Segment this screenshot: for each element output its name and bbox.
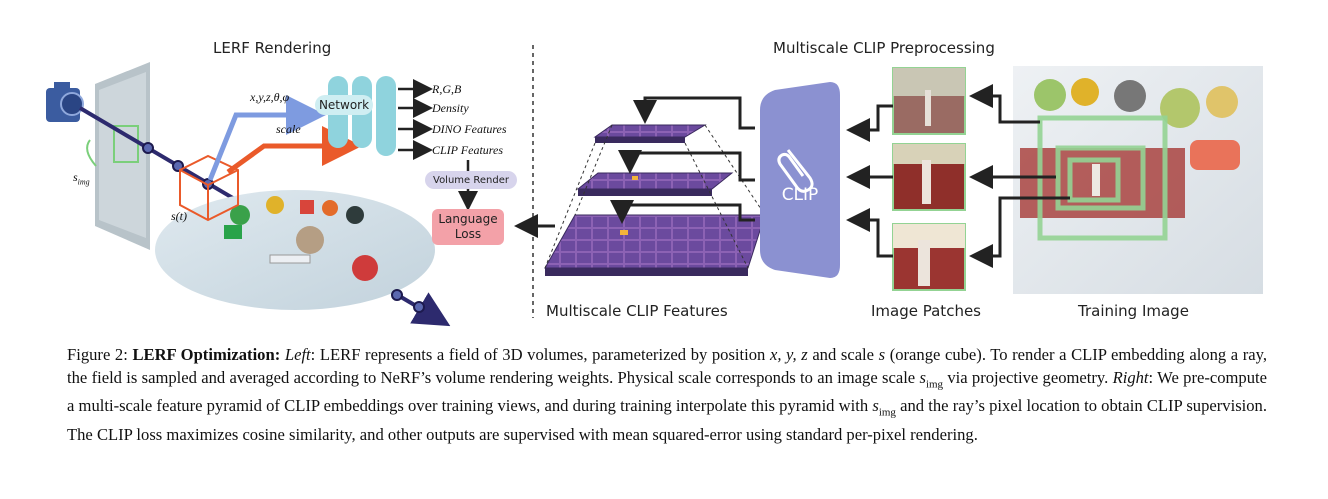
- caption-text2: and scale: [807, 345, 879, 364]
- caption-pos: x, y, z: [769, 345, 808, 364]
- pose-input-label: x,y,z,θ,φ: [250, 90, 290, 104]
- output-clip: CLIP Features: [432, 143, 503, 157]
- caption-text4: via projective geometry.: [943, 367, 1113, 387]
- figure-graphics: [46, 45, 1263, 327]
- caption-simg-2: s: [872, 396, 879, 416]
- clip-encoder: [760, 82, 840, 278]
- caption-simg: s: [919, 367, 926, 387]
- caption-simg-sub: img: [925, 377, 944, 390]
- caption-text1: : LERF represents a field of 3D volumes,…: [310, 345, 770, 364]
- training-label: Training Image: [1078, 302, 1189, 320]
- language-loss-box: Language Loss: [432, 209, 504, 245]
- caption-simg-sub-2: img: [878, 406, 896, 419]
- scale-cube: [179, 154, 239, 222]
- scale-arrow: [226, 126, 362, 175]
- feature-pyramid: [544, 124, 766, 276]
- features-label: Multiscale CLIP Features: [546, 302, 728, 320]
- camera-icon: [46, 82, 84, 122]
- caption-text3: (orange cube). To render a CLIP embeddin…: [67, 345, 1268, 387]
- network-label: Network: [315, 95, 373, 115]
- output-dino: DINO Features: [432, 122, 507, 136]
- scale-input-label: scale: [276, 122, 301, 136]
- network-block: [328, 76, 396, 156]
- clip-label: CLIP: [781, 185, 819, 205]
- patches-label: Image Patches: [871, 302, 981, 320]
- figure-caption: Figure 2: LERF Optimization: Left: LERF …: [67, 344, 1267, 447]
- output-rgb: R,G,B: [432, 82, 462, 96]
- caption-title: LERF Optimization:: [132, 345, 281, 364]
- s-t-label: s(t): [171, 209, 187, 223]
- output-density: Density: [432, 101, 469, 115]
- pose-arrow: [207, 95, 326, 181]
- caption-scale: s: [878, 345, 886, 364]
- caption-text6: and the ray’s pixel location to obtain C…: [67, 396, 1268, 445]
- s-img-label: simg: [73, 170, 90, 187]
- figure-2: LERF Rendering Multiscale CLIP Preproces…: [46, 39, 1263, 327]
- paperclip-icon: [777, 149, 814, 193]
- left-title: LERF Rendering: [213, 39, 332, 57]
- caption-left: Left: [284, 345, 311, 364]
- right-title: Multiscale CLIP Preprocessing: [773, 39, 995, 57]
- caption-right: Right: [1112, 367, 1149, 387]
- caption-text5: : We pre-compute a multi-scale feature p…: [67, 367, 1267, 416]
- caption-fig-number: Figure 2:: [67, 345, 128, 364]
- volume-render-box: Volume Render: [425, 171, 517, 189]
